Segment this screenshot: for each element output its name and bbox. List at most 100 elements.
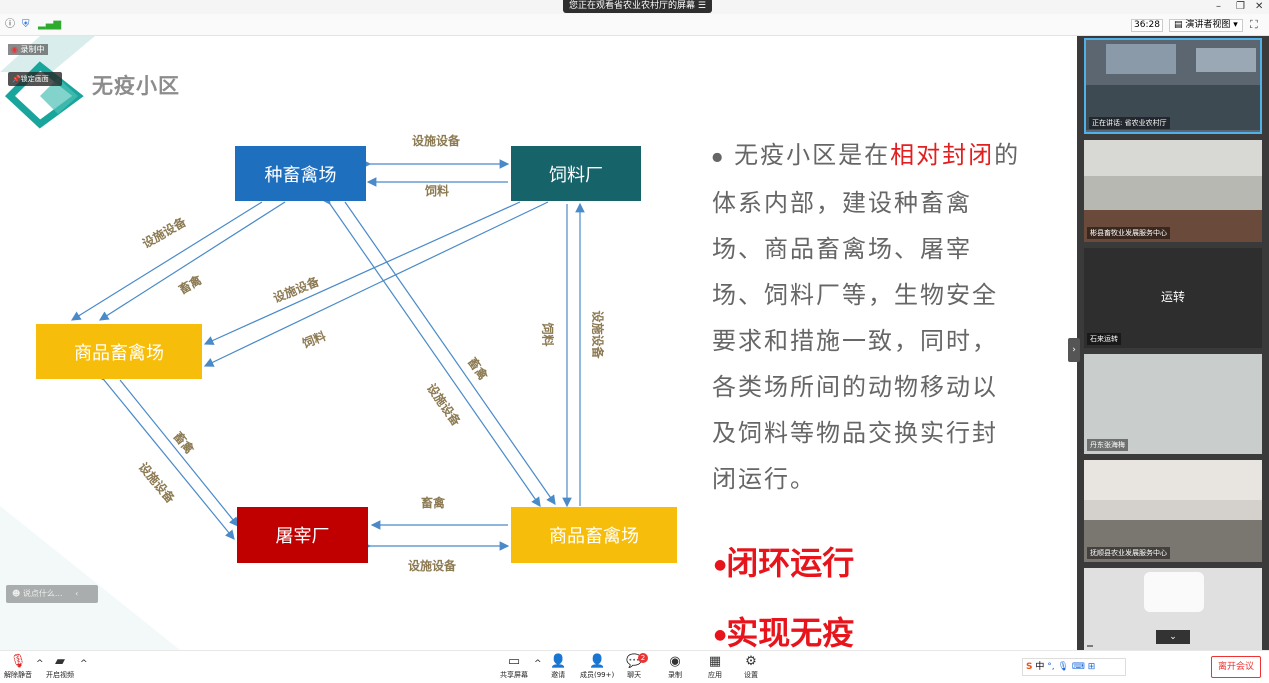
participant-label: 抚顺县农业发展服务中心: [1087, 547, 1170, 559]
video-wall-shape: [1084, 460, 1262, 500]
meeting-controls-bar: 🎙解除静音 ^ ▰开启视频 ^ ▭共享屏幕 ^ 👤邀请 👤成员(99+) 💬聊天…: [0, 650, 1269, 683]
minimize-icon[interactable]: –: [1216, 1, 1221, 12]
participant-tile[interactable]: 彬县畜牧业发展服务中心: [1084, 140, 1262, 242]
leave-meeting-button[interactable]: 离开会议: [1211, 656, 1261, 678]
participant-label: [1087, 645, 1093, 647]
apps-grid-icon: ▦: [708, 654, 722, 669]
edge-label: 设施设备: [408, 559, 457, 573]
view-mode-label: 演讲者视图: [1185, 20, 1231, 30]
emoji-icon[interactable]: ☻: [12, 589, 21, 598]
recording-text: 录制中: [20, 45, 45, 54]
chat-placeholder: 说点什么...: [22, 589, 63, 598]
bullet-disease-free-text: 实现无疫: [726, 614, 855, 650]
chat-label: 聊天: [627, 671, 642, 679]
punctuation-icon[interactable]: °,: [1047, 662, 1055, 672]
fullscreen-icon[interactable]: ⛶: [1250, 18, 1258, 31]
body-text-rest: 的体系内部，建设种畜禽场、商品畜禽场、屠宰场、饲料厂等，生物安全要求和措施一致，…: [712, 141, 1021, 493]
recording-badge: ◉ 录制中: [8, 44, 48, 55]
settings-button[interactable]: ⚙设置: [744, 654, 758, 680]
settings-label: 设置: [744, 671, 758, 679]
info-icon[interactable]: ⓘ: [5, 19, 15, 30]
share-options-chevron-icon[interactable]: ^: [534, 659, 542, 669]
participant-label: 石来运转: [1087, 333, 1121, 345]
monitor-icon: ▭: [507, 654, 521, 669]
edge-label: 畜禽: [421, 496, 446, 510]
close-icon[interactable]: ✕: [1255, 1, 1264, 12]
slide-body-text: ● 无疫小区是在相对封闭的体系内部，建设种畜禽场、商品畜禽场、屠宰场、饲料厂等，…: [712, 132, 1022, 502]
ime-toolbar[interactable]: S 中 °, 🎙 ⌨ ⊞: [1022, 658, 1126, 676]
participant-tile[interactable]: 抚顺县农业发展服务中心: [1084, 460, 1262, 562]
start-video-button[interactable]: ▰ 开启视频: [46, 654, 74, 680]
participant-tile-speaker[interactable]: 正在讲话: 省农业农村厅: [1084, 38, 1262, 134]
bullet-closed-loop-text: 闭环运行: [726, 544, 855, 582]
shield-icon[interactable]: ⛨: [22, 19, 30, 30]
keyboard-icon[interactable]: ⌨: [1071, 662, 1085, 672]
invite-button[interactable]: 👤 邀请: [550, 654, 566, 680]
sharing-banner-text: 您正在观看省农业农村厅的屏幕: [569, 1, 696, 11]
camera-off-icon: ▰: [55, 654, 65, 669]
mic-options-chevron-icon[interactable]: ^: [36, 659, 44, 669]
members-label: 成员(99+): [580, 671, 615, 679]
participant-label: 正在讲话: 省农业农村厅: [1089, 117, 1170, 129]
slide-title: 无疫小区: [92, 74, 180, 98]
bullet-dot: ●: [714, 557, 727, 573]
signal-icon[interactable]: ▂▄▆: [38, 19, 62, 30]
chevron-down-icon[interactable]: ⌄: [1156, 630, 1190, 644]
view-mode-select[interactable]: ▤ 演讲者视图 ▾: [1169, 19, 1243, 32]
video-desk-shape: [1084, 520, 1262, 562]
record-button[interactable]: ◉录制: [668, 654, 682, 680]
bullet-dot: ●: [712, 149, 725, 164]
pin-view-label: 锁定画面: [20, 75, 49, 83]
participant-label: 丹东张海梅: [1087, 439, 1128, 451]
record-label: 录制: [668, 671, 682, 679]
meeting-timer: 36:28: [1131, 19, 1163, 32]
add-person-icon: 👤: [550, 654, 567, 669]
start-video-label: 开启视频: [46, 671, 74, 679]
participant-tile[interactable]: 丹东张海梅: [1084, 354, 1262, 454]
pin-view-button[interactable]: 📌锁定画面: [8, 72, 62, 86]
share-screen-label: 共享屏幕: [500, 671, 528, 679]
mic-icon[interactable]: 🎙: [1057, 662, 1069, 672]
participant-tile[interactable]: ⌄: [1084, 568, 1262, 650]
collapse-panel-button[interactable]: ›: [1068, 338, 1080, 362]
sogou-logo-icon: S: [1026, 662, 1033, 672]
arrow-breeding-commercial1-a: [70, 201, 263, 321]
video-table-shape: [1084, 210, 1262, 242]
participant-name: 运转: [1160, 290, 1185, 304]
edge-label: 饲料: [540, 322, 555, 347]
share-screen-button[interactable]: ▭ 共享屏幕: [500, 654, 528, 680]
video-screen-shape: [1196, 48, 1256, 72]
apps-button[interactable]: ▦应用: [708, 654, 722, 680]
arrow-feed-commercial1-b: [203, 201, 549, 367]
participant-panel: 正在讲话: 省农业农村厅 彬县畜牧业发展服务中心 运转 石来运转 丹东张海梅 抚…: [1077, 36, 1269, 650]
chevron-down-icon: ▾: [1233, 20, 1238, 30]
shared-slide: 无疫小区 种畜禽场 饲料厂 商品畜禽场 屠宰厂 商品畜禽场 设施设备 饲料 设施…: [0, 36, 1077, 650]
sharing-banner[interactable]: 您正在观看省农业农村厅的屏幕 ☰: [563, 0, 712, 13]
video-screen-shape: [1106, 44, 1176, 74]
node-commercial-farm-2: 商品畜禽场: [511, 507, 677, 563]
video-options-chevron-icon[interactable]: ^: [80, 659, 88, 669]
video-room-shape: [1086, 85, 1260, 130]
restore-icon[interactable]: ❐: [1236, 1, 1245, 12]
slide-graphics: [0, 36, 585, 650]
top-toolbar: ⓘ ⛨ ▂▄▆: [0, 14, 1269, 36]
record-icon: ◉: [11, 45, 18, 54]
bullet-closed-loop: ●闭环运行: [714, 538, 854, 584]
edge-label: 设施设备: [590, 310, 605, 359]
unmute-button[interactable]: 🎙解除静音: [4, 654, 32, 680]
participant-tile[interactable]: 运转 石来运转: [1084, 248, 1262, 348]
arrow-commercial1-slaughter-b: [119, 379, 239, 527]
video-ceiling-shape: [1084, 140, 1262, 176]
logo-diamond-inner: [40, 78, 78, 114]
body-text-start: 无疫小区是在: [734, 141, 891, 169]
arrow-breeding-commercial1-b: [98, 201, 286, 321]
grid-icon[interactable]: ⊞: [1087, 662, 1096, 672]
layout-icon: ▤: [1174, 20, 1183, 30]
arrow-commercial1-slaughter-a: [94, 370, 235, 540]
chevron-left-icon[interactable]: ‹: [75, 589, 79, 598]
menu-icon[interactable]: ☰: [697, 1, 706, 11]
invite-label: 邀请: [551, 671, 566, 679]
quick-chat-input[interactable]: ☻ 说点什么... ‹: [6, 585, 98, 603]
members-button[interactable]: 👤成员(99+): [580, 654, 614, 680]
